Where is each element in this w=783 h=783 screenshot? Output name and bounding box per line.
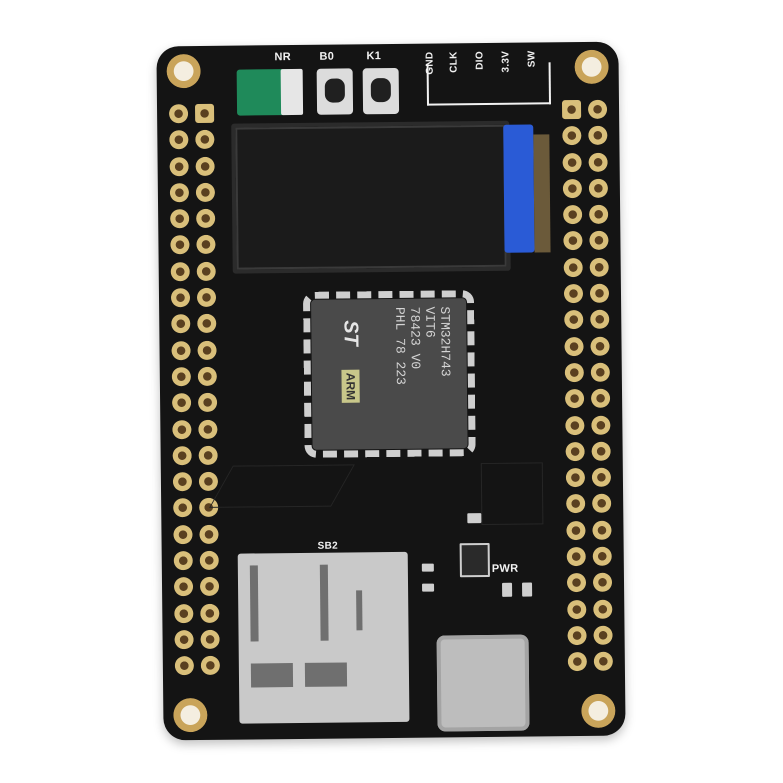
label-pwr: PWR [491, 562, 519, 575]
smd-component [467, 513, 482, 524]
mounting-hole [574, 49, 609, 85]
label-gnd: GND [424, 51, 436, 75]
power-led [522, 582, 533, 597]
right-header-outer [587, 99, 613, 672]
regulator [459, 542, 490, 578]
microsd-slot[interactable] [237, 551, 410, 724]
k1-button[interactable] [362, 67, 400, 115]
label-3v3: 3.3V [500, 50, 512, 73]
label-dio: DIO [474, 50, 486, 70]
lcd-fpc-connector [503, 124, 535, 253]
left-header-inner [194, 103, 220, 676]
smd-component [502, 582, 513, 597]
smd-component [422, 583, 435, 592]
label-k1: K1 [366, 50, 382, 63]
mounting-hole [166, 53, 201, 89]
label-b0: B0 [319, 50, 335, 63]
lcd-display [231, 120, 511, 274]
pcb-trace [480, 462, 544, 526]
smd-component [421, 563, 434, 572]
label-sb2: SB2 [317, 540, 339, 552]
chip-marking: STM32H743 VIT6 78423 V0 PHL 78 223 [392, 306, 453, 385]
arm-logo: ARM [341, 369, 360, 404]
reset-switch[interactable] [236, 68, 304, 116]
fpc-latch [533, 134, 551, 253]
boot0-button[interactable] [316, 68, 354, 115]
mcu-chip: ST ARM STM32H743 VIT6 78423 V0 PHL 78 22… [302, 290, 476, 458]
swd-header-outline [426, 62, 552, 106]
pcb-trace [209, 464, 355, 508]
pcb-board: NR B0 K1 GND CLK DIO 3.3V SW ST ARM STM3… [156, 41, 626, 741]
left-header-outer [168, 104, 194, 676]
label-sw: SW [526, 50, 538, 68]
label-nr: NR [274, 51, 292, 64]
mounting-hole [581, 693, 616, 729]
right-header-inner [561, 99, 587, 672]
label-clk: CLK [448, 51, 460, 73]
st-logo: ST [339, 320, 362, 346]
mounting-hole [173, 697, 208, 733]
usb-c-port[interactable] [436, 634, 530, 732]
